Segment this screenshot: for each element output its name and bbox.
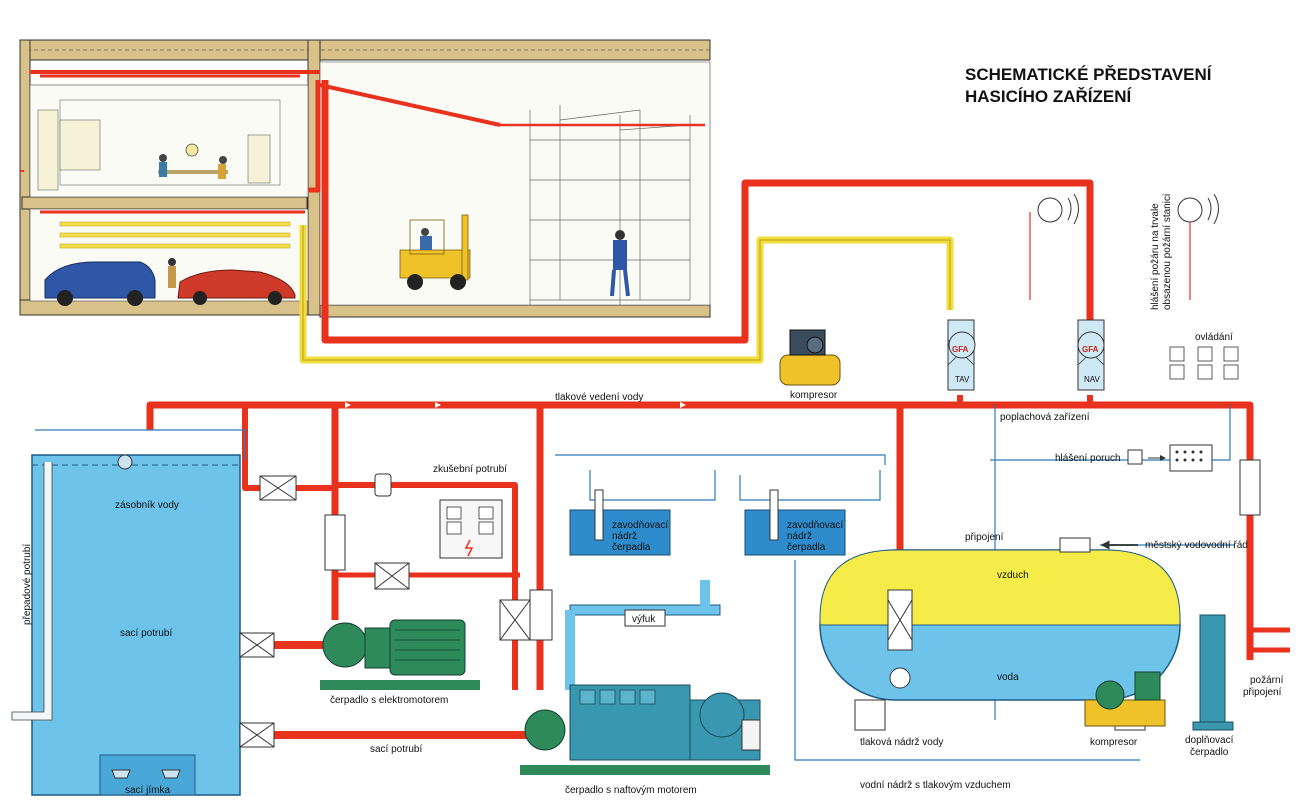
label-priming-tank-2-l2: nádrž (787, 531, 812, 542)
label-city-water: městský vodovodní řád (1145, 540, 1248, 551)
label-brand-nav: GFA (1082, 345, 1099, 354)
label-suction-pipe-2: sací potrubí (370, 744, 422, 755)
label-water-tank-air: vodní nádrž s tlakovým vzduchem (860, 780, 1011, 791)
compressor-bottom (1084, 671, 1166, 727)
label-fire-connection-l2: připojení (1243, 687, 1282, 698)
fault-report-panel (1127, 444, 1213, 472)
valves (239, 459, 1261, 748)
label-priming-tank-1-l1: zavodňovací (612, 520, 668, 531)
title-line-1: SCHEMATICKÉ PŘEDSTAVENÍ (965, 65, 1213, 84)
label-priming-tank-1-l3: čerpadla (612, 542, 651, 553)
label-fire-connection-l1: požární (1250, 675, 1284, 686)
exhaust-box (624, 609, 666, 627)
label-exhaust: výfuk (632, 614, 656, 625)
label-compressor-top: kompresor (790, 390, 838, 401)
label-overflow-pipe: přepadové potrubí (22, 544, 33, 625)
alarm-bell-icon-2 (1177, 193, 1219, 300)
label-priming-tank-2-l3: čerpadla (787, 542, 826, 553)
label-fire-report-1: hlášení požáru na trvale (1150, 203, 1161, 310)
booster-pump (1192, 614, 1234, 731)
control-panel (439, 499, 503, 559)
label-fault-report: hlášení poruch (1055, 453, 1121, 464)
label-brand-tav: GFA (952, 345, 969, 354)
label-suction-sump: sací jímka (125, 785, 170, 796)
priming-tanks (569, 489, 846, 556)
control-lines (35, 405, 1235, 761)
control-switches (1169, 346, 1239, 380)
title-line-2: HASICÍHO ZAŘÍZENÍ (965, 87, 1133, 106)
alarm-bell-icon (1029, 193, 1079, 300)
alarm-valve-tav (947, 319, 976, 391)
building (19, 39, 711, 318)
label-pressure-tank: tlaková nádrž vody (860, 737, 943, 748)
label-booster-pump-l2: čerpadlo (1190, 747, 1229, 758)
label-water: voda (997, 672, 1019, 683)
pressure-tank (819, 549, 1181, 731)
label-pressure-line: tlakové vedení vody (555, 392, 643, 403)
label-connection: připojení (965, 532, 1004, 543)
electric-pump (320, 619, 480, 690)
label-booster-pump-l1: doplňovací (1185, 735, 1234, 746)
alarm-valve-nav (1077, 319, 1105, 391)
flow-arrows (345, 402, 686, 408)
label-fire-report-2: obsazenou požární stanici (1162, 194, 1173, 310)
label-pump-electric: čerpadlo s elektromotorem (330, 695, 448, 706)
label-alarm-devices: poplachová zařízení (1000, 412, 1090, 423)
label-controls: ovládání (1195, 332, 1233, 343)
label-water-reservoir: zásobník vody (115, 500, 179, 511)
label-test-pipe: zkušební potrubí (433, 464, 507, 475)
label-priming-tank-2-l1: zavodňovací (787, 520, 843, 531)
diesel-pump (520, 580, 770, 775)
label-valve-nav: NAV (1084, 375, 1101, 384)
label-valve-tav: TAV (955, 375, 970, 384)
label-compressor-bottom: kompresor (1090, 737, 1138, 748)
label-priming-tank-1-l2: nádrž (612, 531, 637, 542)
water-reservoir (11, 454, 241, 796)
label-pump-diesel: čerpadlo s naftovým motorem (565, 785, 697, 796)
label-air: vzduch (997, 570, 1029, 581)
compressor-top (779, 329, 841, 386)
label-suction-pipe-1: sací potrubí (120, 628, 172, 639)
